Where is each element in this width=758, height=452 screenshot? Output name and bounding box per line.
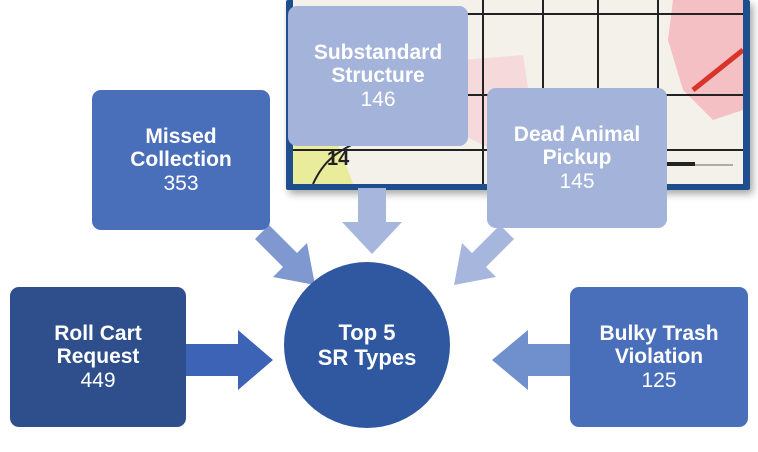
box-title-line: Structure [331, 64, 425, 88]
box-title-line: Pickup [542, 146, 612, 170]
box-count: 353 [163, 171, 199, 195]
box-title-line: Dead Animal [513, 122, 641, 146]
arrow-left-icon [492, 330, 574, 390]
dead-animal-pickup-box: Dead Animal Pickup 145 [487, 88, 667, 228]
box-title-line: Collection [130, 148, 232, 172]
box-count: 145 [559, 169, 595, 193]
arrow-down-icon [342, 188, 402, 254]
box-title-line: Roll Cart [54, 321, 142, 345]
bulky-trash-violation-box: Bulky Trash Violation 125 [570, 287, 748, 427]
roll-cart-request-box: Roll Cart Request 449 [10, 287, 186, 427]
box-title-line: Request [56, 345, 140, 369]
top-sr-types-circle: Top 5 SR Types [284, 262, 450, 428]
center-title-line1: Top 5 [338, 319, 396, 345]
box-count: 449 [80, 368, 116, 392]
center-title-line2: SR Types [317, 345, 417, 370]
box-title-line: Substandard [313, 40, 443, 64]
box-title-line: Missed [145, 124, 217, 148]
box-count: 146 [360, 87, 396, 111]
box-title-line: Bulky Trash [599, 321, 719, 345]
box-title-line: Violation [614, 345, 704, 369]
arrow-right-icon [178, 330, 273, 390]
box-count: 125 [641, 368, 677, 392]
substandard-structure-box: Substandard Structure 146 [288, 6, 468, 146]
arrow-diagonal-left-icon [454, 225, 514, 285]
map-district-label: 14 [327, 148, 350, 170]
missed-collection-box: Missed Collection 353 [92, 90, 270, 230]
arrow-diagonal-right-icon [255, 225, 315, 285]
